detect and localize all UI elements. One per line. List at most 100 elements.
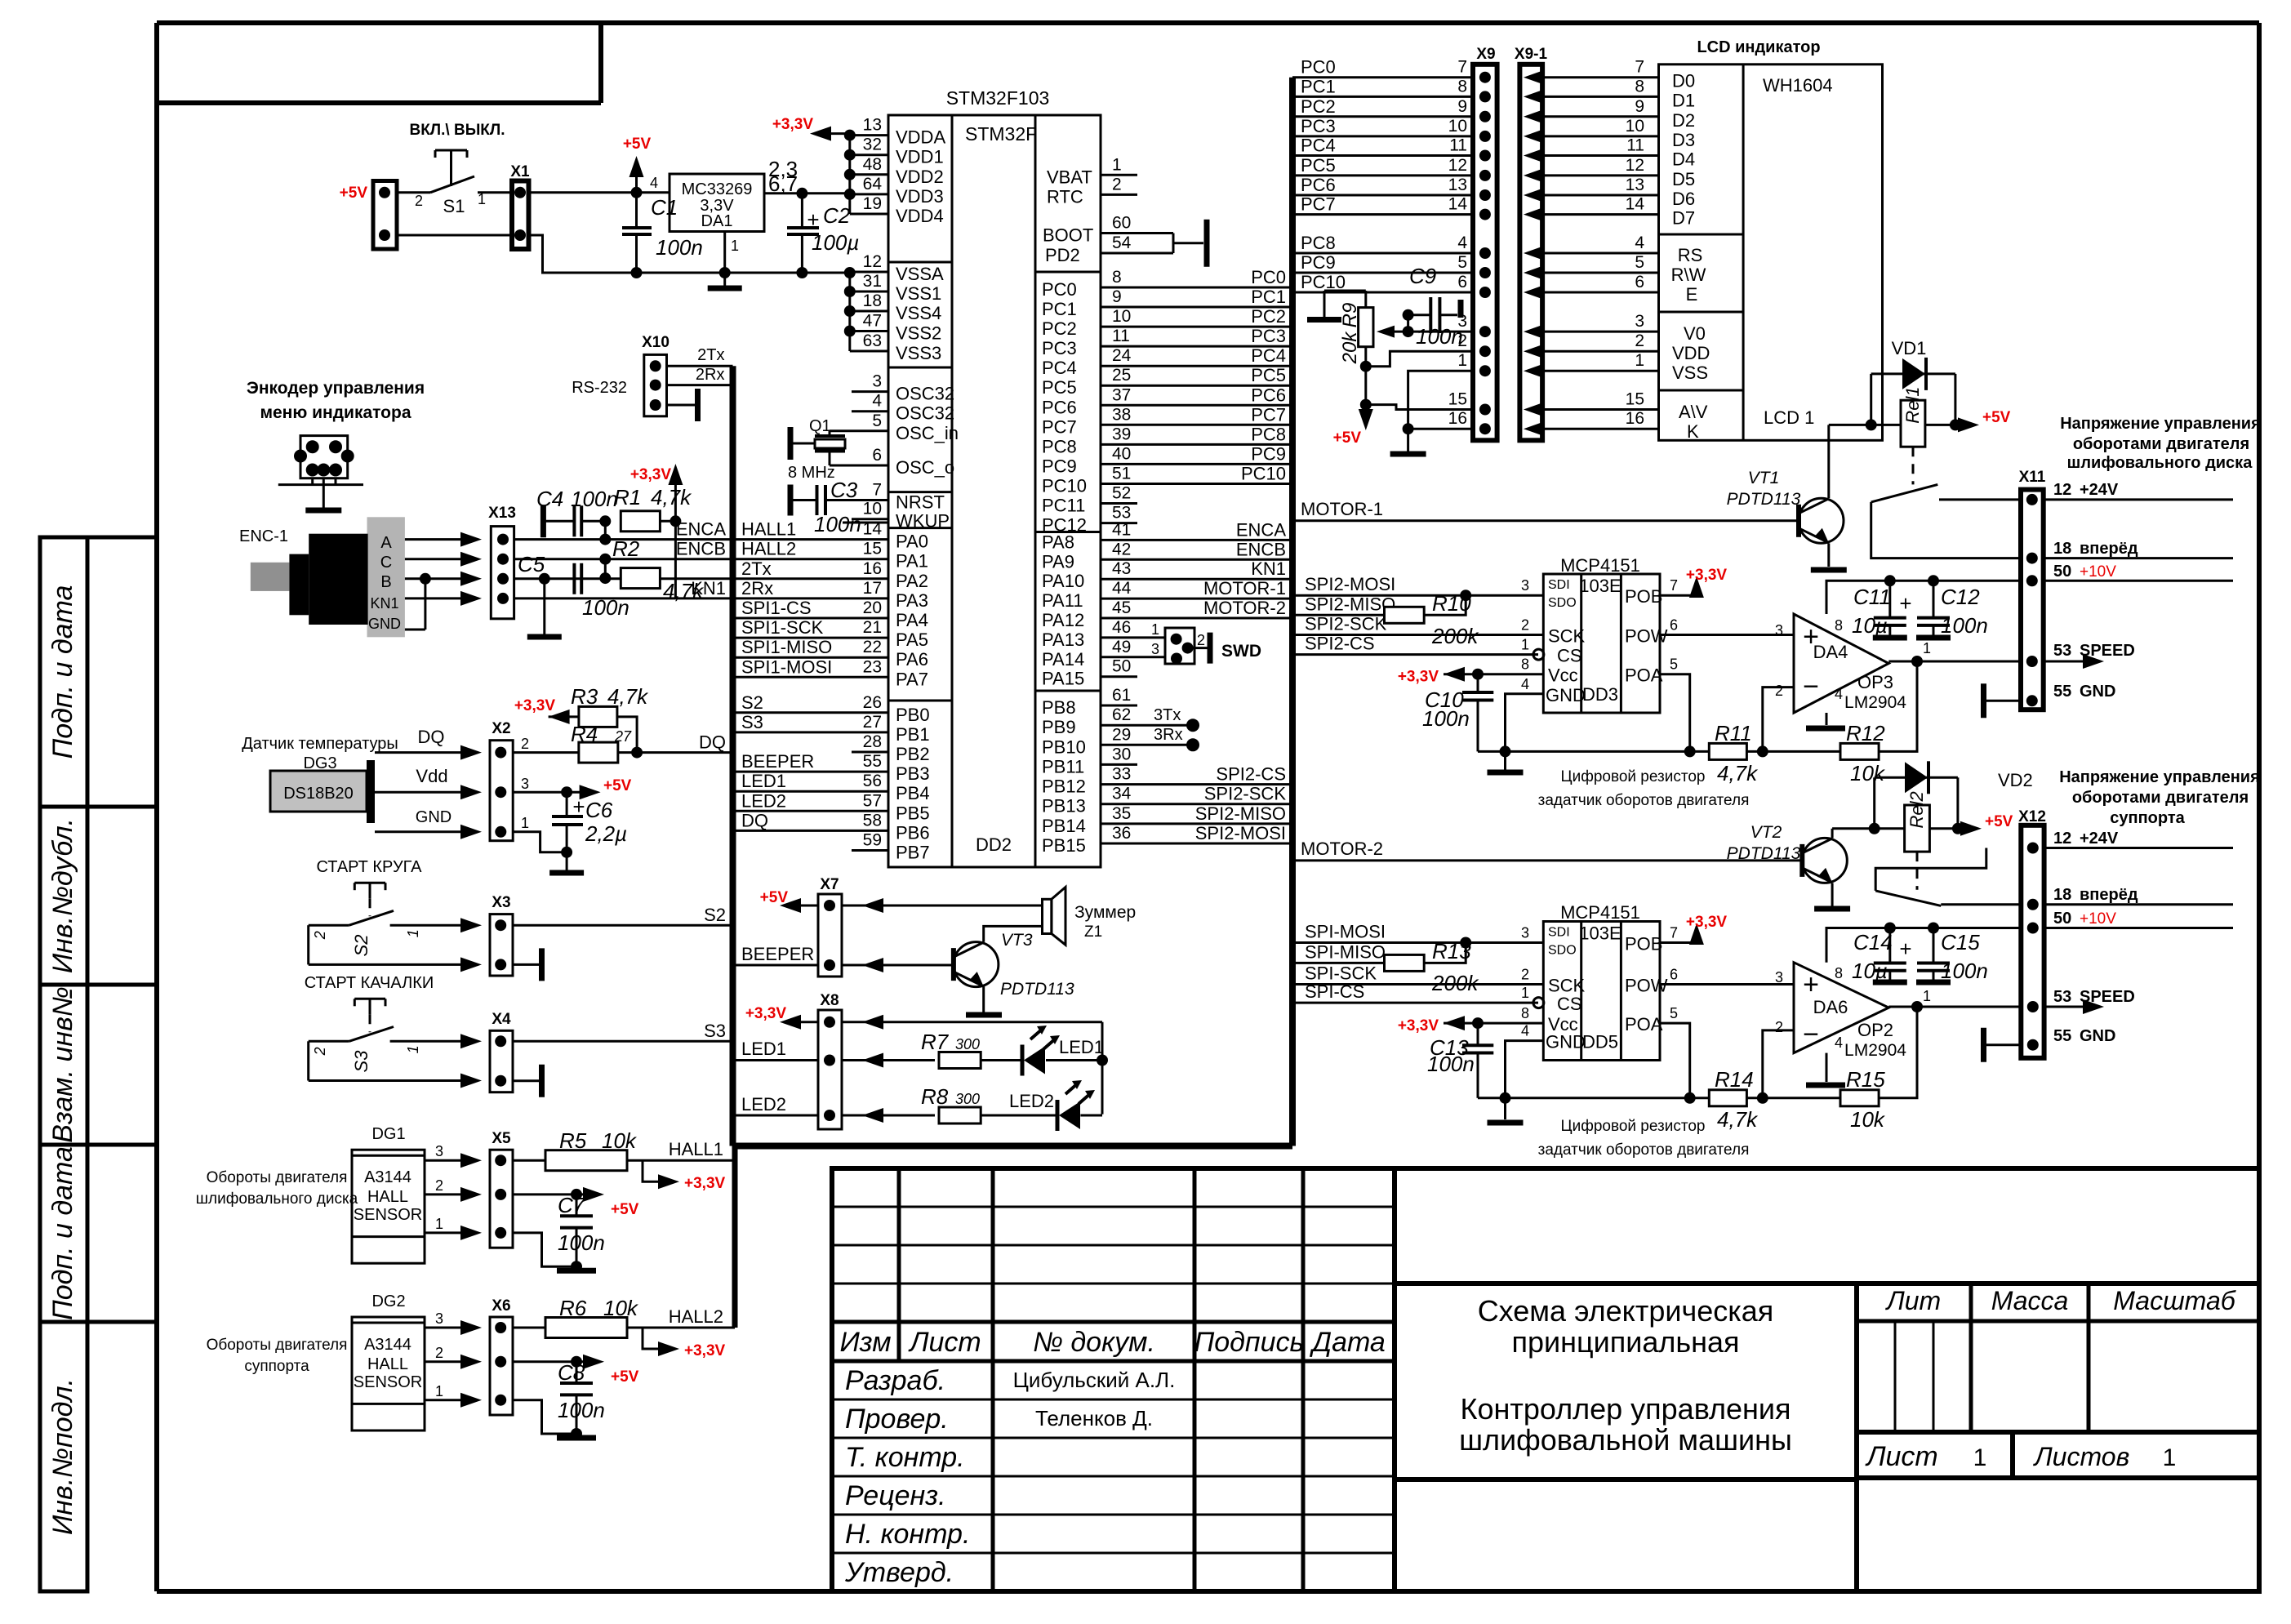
svg-text:14: 14 [1626,195,1645,214]
svg-text:+3,3V: +3,3V [1686,914,1728,931]
svg-text:LED1: LED1 [741,771,786,791]
svg-text:SPI2-SCK: SPI2-SCK [1305,614,1387,634]
svg-text:PC2: PC2 [1042,318,1077,339]
svg-text:100n: 100n [582,595,629,620]
svg-text:1: 1 [1923,640,1931,656]
svg-text:13: 13 [863,116,882,135]
svg-text:Обороты двигателя: Обороты двигателя [207,1337,348,1354]
svg-text:SCK: SCK [1548,976,1586,996]
svg-text:SPI-MOSI: SPI-MOSI [1305,922,1386,942]
svg-text:6: 6 [872,446,882,465]
svg-text:шлифовального диска: шлифовального диска [2067,454,2253,472]
svg-text:R14: R14 [1715,1067,1754,1092]
svg-text:PA2: PA2 [896,571,928,591]
svg-text:BEEPER: BEEPER [741,944,814,964]
svg-text:+24V: +24V [2080,481,2119,499]
svg-text:PA6: PA6 [896,649,928,670]
svg-text:LED1: LED1 [741,1039,786,1059]
svg-text:SPI1-MOSI: SPI1-MOSI [741,656,832,677]
svg-text:Цифровой резистор: Цифровой резистор [1561,768,1706,785]
svg-text:PC8: PC8 [1042,436,1077,456]
svg-text:SPI2-MOSI: SPI2-MOSI [1305,574,1395,594]
svg-text:4,7k: 4,7k [663,579,705,603]
svg-text:Vcc: Vcc [1548,665,1578,686]
svg-text:1: 1 [405,1045,421,1053]
svg-text:PC5: PC5 [1251,365,1286,385]
svg-text:100n: 100n [656,235,703,260]
svg-text:PA14: PA14 [1042,649,1084,670]
svg-text:4,7k: 4,7k [651,485,692,509]
svg-text:+: + [1899,937,1911,961]
svg-text:−: − [1803,1019,1819,1050]
svg-text:100n: 100n [814,512,861,536]
svg-text:C3: C3 [830,478,858,502]
svg-text:53: 53 [2053,988,2071,1006]
svg-text:4: 4 [872,392,882,411]
svg-text:53: 53 [2053,642,2071,660]
svg-text:GND: GND [2080,683,2115,701]
svg-text:+: + [1899,591,1911,616]
svg-text:PB7: PB7 [896,843,930,863]
svg-text:PC0: PC0 [1301,57,1336,78]
svg-text:Лит: Лит [1885,1286,1941,1315]
svg-text:2: 2 [1775,1019,1783,1035]
svg-text:PC6: PC6 [1251,385,1286,405]
svg-text:1: 1 [2163,1444,2177,1471]
svg-text:MOTOR-2: MOTOR-2 [1203,598,1286,618]
svg-text:33: 33 [1112,765,1131,784]
svg-text:8: 8 [1635,77,1644,96]
svg-text:4: 4 [1521,1023,1529,1039]
svg-text:2: 2 [521,736,529,752]
svg-text:2: 2 [435,1345,443,1361]
svg-text:R3: R3 [571,684,598,709]
svg-text:LCD индикатор: LCD индикатор [1697,38,1820,56]
svg-text:2: 2 [435,1177,443,1194]
svg-text:Провер.: Провер. [845,1404,949,1435]
svg-text:32: 32 [863,136,882,154]
svg-text:4: 4 [1457,234,1467,252]
svg-text:20k: 20k [1339,331,1361,365]
svg-text:MC33269: MC33269 [682,180,753,198]
svg-text:VT1: VT1 [1748,469,1780,487]
svg-text:3: 3 [1521,925,1529,941]
svg-text:V0: V0 [1684,323,1706,344]
svg-text:PB8: PB8 [1042,697,1076,718]
svg-text:SPI2-SCK: SPI2-SCK [1204,784,1287,804]
svg-text:оборотами двигателя: оборотами двигателя [2073,435,2249,453]
svg-text:12: 12 [1626,156,1644,175]
svg-text:3: 3 [1775,622,1783,638]
svg-text:55: 55 [2053,1027,2071,1045]
svg-text:LM2904: LM2904 [1844,1041,1906,1060]
svg-text:2Tx: 2Tx [741,558,772,579]
svg-text:DS18B20: DS18B20 [283,785,354,803]
svg-text:Z1: Z1 [1084,923,1102,941]
svg-text:меню индикатора: меню индикатора [260,403,411,422]
svg-text:+5V: +5V [1333,429,1362,447]
svg-text:10µ: 10µ [1852,959,1888,983]
svg-text:PB4: PB4 [896,783,930,803]
svg-text:MOTOR-1: MOTOR-1 [1301,499,1383,519]
svg-text:STM32F103: STM32F103 [946,87,1050,109]
svg-text:300: 300 [955,1091,980,1107]
svg-text:1: 1 [1635,351,1644,370]
svg-text:VDD: VDD [1672,343,1710,363]
svg-text:VT3: VT3 [1001,931,1033,950]
svg-text:S3: S3 [351,1050,371,1073]
svg-text:100n: 100n [558,1398,605,1422]
svg-text:суппорта: суппорта [244,1358,309,1375]
svg-text:100n: 100n [1416,324,1463,349]
svg-text:Утверд.: Утверд. [844,1557,954,1588]
svg-text:16: 16 [863,559,882,578]
svg-text:C6: C6 [585,798,613,822]
svg-text:VDD1: VDD1 [896,147,944,167]
svg-text:Разраб.: Разраб. [845,1365,945,1396]
svg-text:+5V: +5V [623,136,652,153]
svg-text:SDO: SDO [1548,944,1577,958]
svg-text:R\W: R\W [1671,265,1706,285]
svg-text:C8: C8 [558,1360,585,1385]
svg-text:50: 50 [2053,910,2071,928]
svg-text:36: 36 [1112,824,1131,843]
svg-text:35: 35 [1112,804,1131,823]
svg-text:31: 31 [863,272,882,291]
svg-text:2Rx: 2Rx [741,578,773,598]
